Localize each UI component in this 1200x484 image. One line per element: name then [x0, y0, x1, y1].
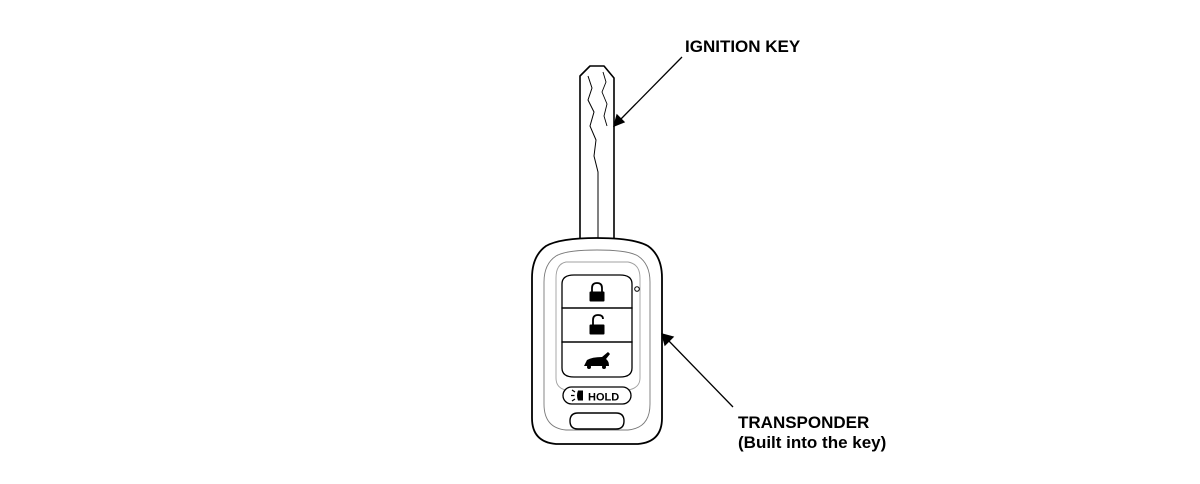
- blade-outline: [579, 65, 615, 240]
- transponder-leader: [666, 338, 734, 408]
- transponder-note: (Built into the key): [738, 433, 887, 452]
- key-ring-slot: [569, 412, 625, 430]
- lock-button[interactable]: [561, 274, 633, 309]
- lock-icon: [589, 282, 605, 302]
- key-blade: [579, 65, 615, 240]
- ignition-key-arrowhead: [613, 113, 626, 128]
- alarm-icon: [571, 389, 583, 402]
- hold-label: HOLD: [588, 392, 619, 404]
- leader-lines: [613, 56, 734, 408]
- ignition-key-callout: IGNITION KEY: [685, 37, 800, 57]
- head-inner-bezel: [543, 249, 651, 431]
- ignition-key-label: IGNITION KEY: [685, 37, 801, 56]
- indicator-led: [634, 286, 640, 292]
- transponder-callout: TRANSPONDER (Built into the key): [738, 413, 886, 453]
- tailgate-icon: [584, 352, 610, 369]
- blade-groove-inner: [601, 71, 608, 127]
- tailgate-button-outline: [561, 341, 633, 378]
- transponder-label: TRANSPONDER: [738, 413, 870, 432]
- panic-hold-button[interactable]: HOLD: [562, 386, 632, 405]
- lock-button-outline: [561, 274, 633, 309]
- ignition-key-leader: [618, 56, 683, 122]
- transponder-arrowhead: [661, 333, 675, 347]
- blade-groove: [587, 75, 599, 238]
- tailgate-button[interactable]: [561, 341, 633, 378]
- unlock-icon: [589, 314, 605, 335]
